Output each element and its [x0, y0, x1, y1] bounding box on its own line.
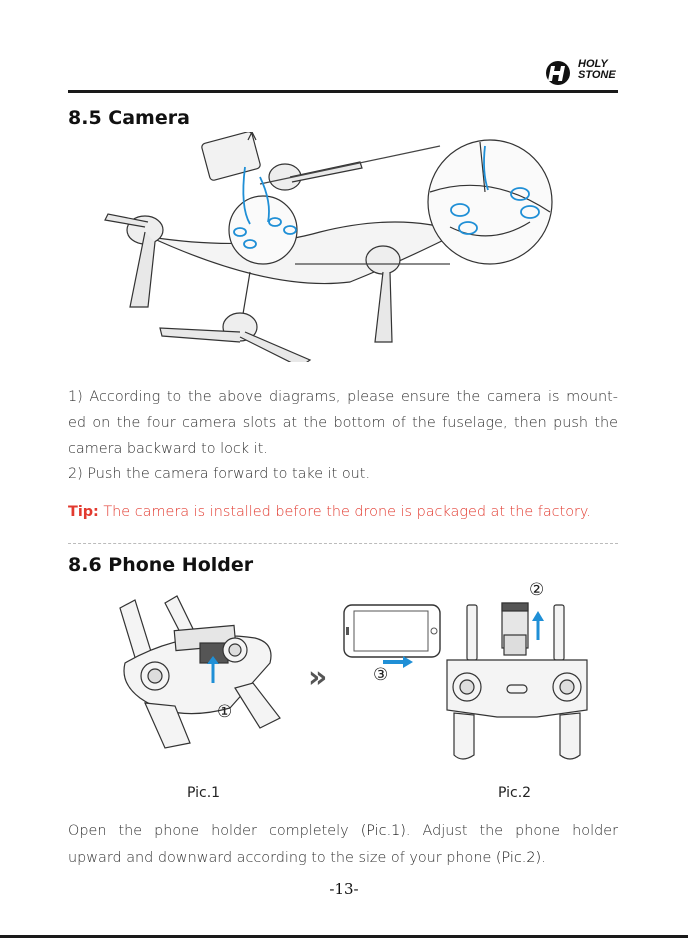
camera-instruction-1-line-1: 1) According to the above diagrams, plea…	[68, 389, 618, 405]
section-title-phone-holder: 8.6 Phone Holder	[68, 554, 254, 576]
tip-text: The camera is installed before the drone…	[98, 504, 591, 520]
step-marker-1: ①	[217, 702, 233, 722]
desc-line1-ref: (Pic.1)	[360, 823, 406, 839]
phone-holder-desc-line-2: upward and downward according to the siz…	[68, 845, 618, 872]
holy-stone-logo-icon	[546, 61, 570, 85]
section-title-camera: 8.5 Camera	[68, 107, 190, 129]
brand-line-2: STONE	[578, 69, 616, 81]
section-divider	[68, 543, 618, 544]
tip-note: Tip: The camera is installed before the …	[68, 499, 618, 526]
camera-instruction-2: 2) Push the camera forward to take it ou…	[68, 466, 371, 482]
step-marker-3: ③	[373, 665, 389, 685]
header-rule	[68, 90, 618, 93]
brand-wordmark: HOLY STONE	[578, 59, 616, 81]
controller-pic1-diagram	[119, 595, 281, 749]
phone-holder-desc-line-1: Open the phone holder completely (Pic.1)…	[68, 818, 618, 845]
caption-pic1: Pic.1	[187, 785, 221, 801]
camera-instruction-1-line-2: ed on the four camera slots at the botto…	[68, 415, 618, 431]
desc-line2-a: upward and downward according to the siz…	[68, 850, 496, 866]
phone-diagram	[343, 604, 441, 658]
drone-camera-diagram	[104, 132, 553, 362]
controller-pic2-diagram	[446, 602, 588, 760]
brand-line-1: HOLY	[578, 58, 608, 70]
caption-pic2: Pic.2	[498, 785, 532, 801]
page-number: -13-	[329, 880, 359, 898]
tip-label: Tip:	[68, 504, 99, 520]
desc-line1-a: Open the phone holder completely	[68, 823, 361, 839]
next-step-arrow-icon: »	[308, 660, 328, 695]
insert-direction-arrow-icon	[383, 656, 413, 668]
footer-rule	[0, 935, 688, 938]
desc-line2-b: .	[541, 850, 546, 866]
desc-line1-b: . Adjust the phone holder	[405, 823, 618, 839]
step-marker-2: ②	[529, 580, 545, 600]
desc-line2-ref: (Pic.2)	[495, 850, 542, 866]
camera-instruction-1-line-3: camera backward to lock it.	[68, 441, 268, 457]
